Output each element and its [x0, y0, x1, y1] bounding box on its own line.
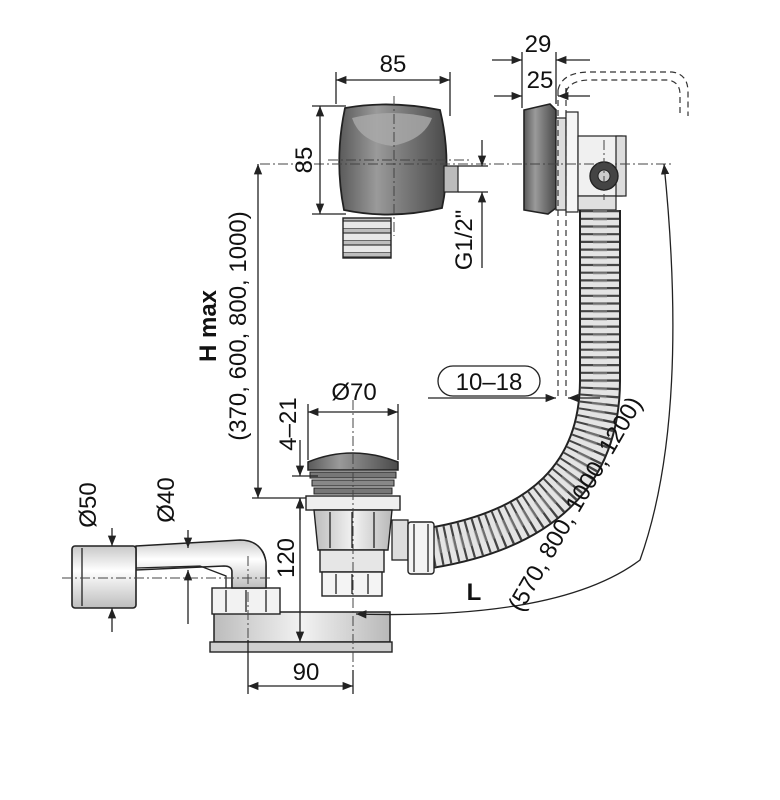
- trap-base: [209, 641, 393, 653]
- outlet-outer-label: Ø50: [75, 482, 102, 527]
- wall-thickness-label: 10–18: [456, 369, 523, 396]
- overflow-width-label: 85: [380, 51, 407, 78]
- hose-nut: [407, 521, 435, 575]
- outlet-inner-label: Ø40: [153, 477, 180, 522]
- height-symbol-label: H max: [195, 289, 222, 362]
- waste-diameter-label: Ø70: [331, 379, 376, 406]
- plate-gap-inner-label: 25: [527, 67, 554, 94]
- length-symbol-label: L: [467, 579, 482, 606]
- overflow-connector: [443, 165, 459, 193]
- trap-height-label: 120: [273, 538, 300, 578]
- overflow-threaded-stub: [342, 217, 392, 259]
- overflow-height-label: 85: [291, 147, 318, 174]
- thread-label: G1/2": [451, 210, 478, 271]
- trap-offset-label: 90: [293, 659, 320, 686]
- plate-gap-total-label: 29: [525, 31, 552, 58]
- outlet-pipe: [71, 539, 267, 609]
- wall-thickness-frame: [437, 365, 541, 397]
- dimension-lines: [107, 52, 674, 694]
- waste-valve-body: [305, 452, 435, 597]
- waste-adjust-label: 4–21: [275, 397, 302, 450]
- overflow-head-side: [523, 103, 627, 215]
- overflow-head-front: [338, 103, 459, 259]
- height-values-label: (370, 600, 800, 1000): [225, 211, 252, 441]
- outlet-spigot: [71, 545, 137, 609]
